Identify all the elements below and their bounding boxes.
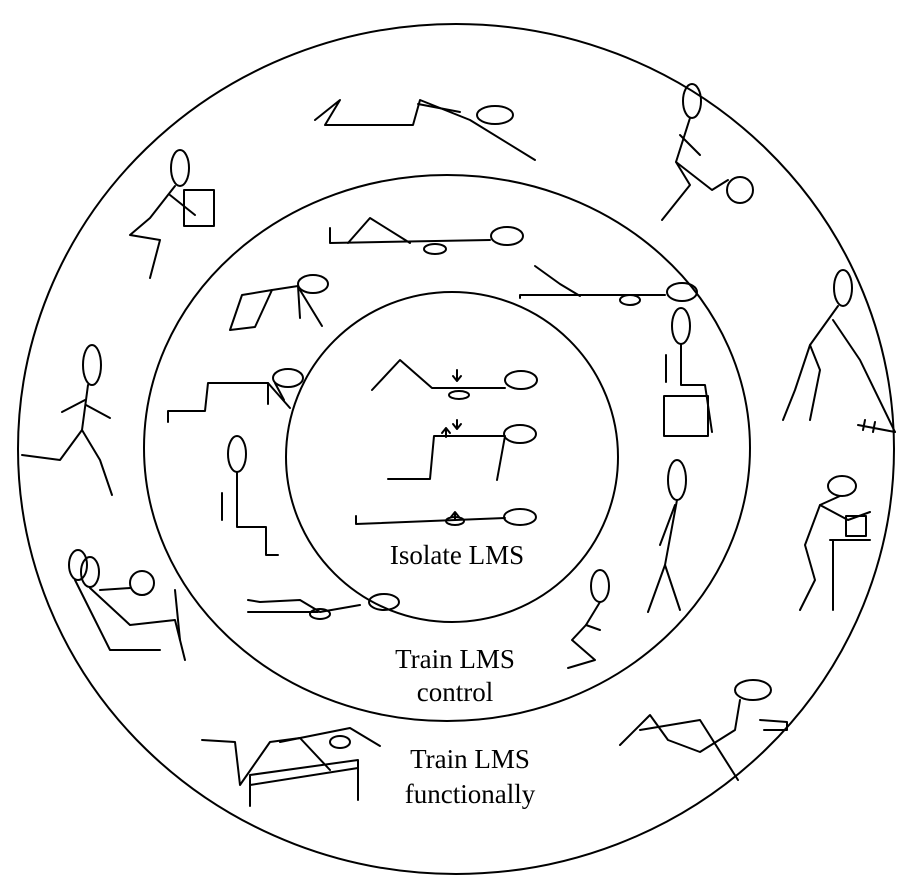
outer-figure-desk-work: [800, 476, 870, 610]
middle-figure-prone-lying-bottom: [248, 594, 399, 619]
middle-figure-standing-walk: [648, 460, 686, 612]
middle-figure-supine-hips-raised: [520, 266, 697, 305]
outer-figure-hurdle-leap: [202, 728, 380, 806]
inner-label: Isolate LMS: [390, 540, 524, 570]
middle-label-line1: Train LMS: [395, 644, 515, 674]
outer-label-line2: functionally: [405, 779, 536, 809]
outer-figure-raking: [783, 270, 895, 432]
outer-figure-running: [22, 345, 112, 495]
middle-figure-squat: [568, 570, 609, 668]
inner-figure-crook-lying: [372, 360, 537, 399]
middle-figure-leg-raise-lying: [330, 218, 523, 254]
outer-figure-lifting-box: [130, 150, 214, 278]
outer-figure-driving: [69, 550, 185, 660]
middle-label-line2: control: [417, 677, 493, 707]
inner-figure-supported-legs: [388, 420, 536, 480]
middle-figure-wall-sit: [222, 436, 278, 555]
middle-figure-sitting-chair: [664, 308, 712, 436]
middle-figure-four-point-kneeling: [230, 275, 328, 330]
inner-figure-prone: [356, 509, 536, 525]
inner-ring: [286, 292, 618, 622]
outer-figure-swimming: [315, 100, 535, 160]
outer-figure-getting-in-bed: [620, 680, 787, 780]
middle-figure-step-stance: [168, 369, 303, 422]
outer-figure-kicking-ball: [662, 84, 753, 220]
outer-label-line1: Train LMS: [410, 744, 530, 774]
middle-ring: [144, 175, 750, 721]
